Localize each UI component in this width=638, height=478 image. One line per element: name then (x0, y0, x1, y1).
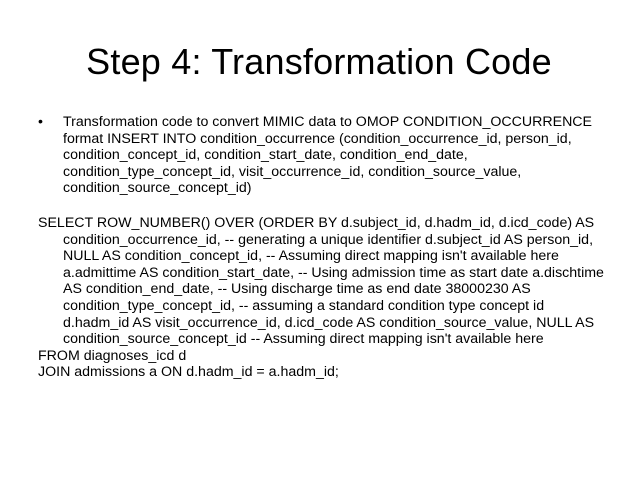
join-clause: JOIN admissions a ON d.hadm_id = a.hadm_… (38, 364, 339, 381)
select-statement: SELECT ROW_NUMBER() OVER (ORDER BY d.sub… (38, 214, 604, 348)
paragraph-spacer (38, 197, 604, 215)
bullet-icon: • (38, 114, 43, 130)
from-clause: FROM diagnoses_icd d (38, 347, 187, 364)
bullet-text: Transformation code to convert MIMIC dat… (63, 114, 593, 197)
slide-title: Step 4: Transformation Code (86, 41, 552, 82)
bullet-item: • Transformation code to convert MIMIC d… (38, 114, 604, 197)
slide-body: • Transformation code to convert MIMIC d… (38, 114, 604, 381)
